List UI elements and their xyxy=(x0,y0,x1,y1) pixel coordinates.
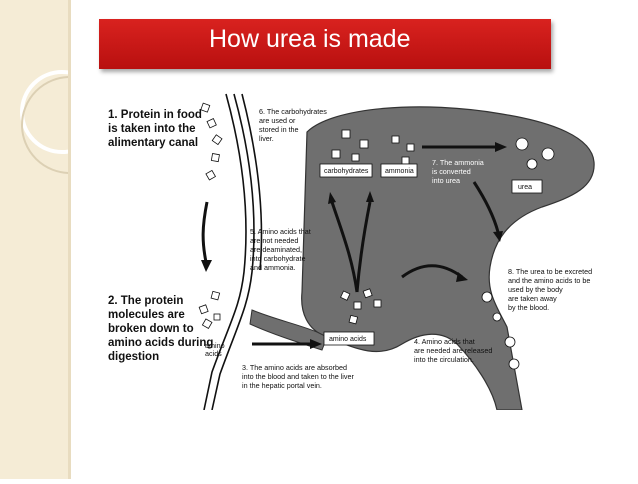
step1-text: 1. Protein in food is taken into the ali… xyxy=(108,109,205,149)
svg-text:amino acids: amino acids xyxy=(329,336,367,343)
step8-text: 8. The urea to be excreted and the amino… xyxy=(508,267,594,312)
process-arrows xyxy=(201,145,500,346)
slide-title: How urea is made xyxy=(209,25,411,53)
protein-particles xyxy=(198,102,223,330)
amino-acids-label: amino acids xyxy=(205,341,227,358)
carbohydrates-box: carbohydrates xyxy=(319,163,373,178)
svg-text:carbohydrates: carbohydrates xyxy=(324,168,369,175)
step2-text: 2. The protein molecules are broken down… xyxy=(108,295,217,363)
ammonia-box: ammonia xyxy=(380,163,418,178)
step6-text: 6. The carbohydrates are used or stored … xyxy=(259,107,329,143)
decorative-side-band xyxy=(0,0,119,479)
alimentary-canal-wall xyxy=(203,93,263,410)
urea-box: urea xyxy=(511,179,543,194)
svg-text:ammonia: ammonia xyxy=(385,168,414,175)
amino-acids-box: amino acids xyxy=(323,331,375,346)
step7-text: 7. The ammonia is converted into urea xyxy=(432,158,486,185)
decorative-circles xyxy=(20,70,119,174)
svg-text:urea: urea xyxy=(518,184,532,191)
step4-text: 4. Amino acids that are needed are relea… xyxy=(414,337,494,364)
step5-text: 5. Amino acids that are not needed are d… xyxy=(250,227,313,272)
title-banner: How urea is made xyxy=(99,19,551,69)
urea-formation-diagram: carbohydrates ammonia urea amino acids 1… xyxy=(108,93,595,410)
liver-particles xyxy=(331,129,555,370)
step3-text: 3. The amino acids are absorbed into the… xyxy=(242,363,356,390)
arrow-heads xyxy=(201,142,507,349)
